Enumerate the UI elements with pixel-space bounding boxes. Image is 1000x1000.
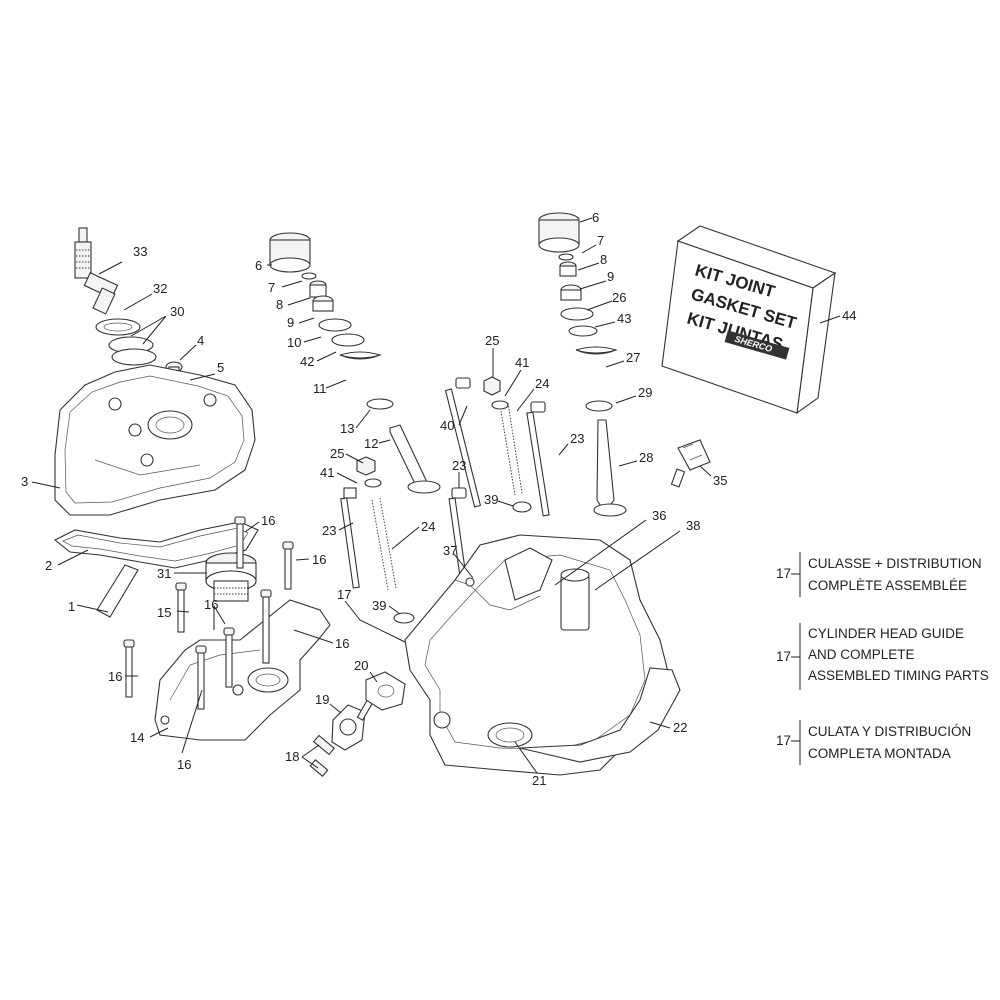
spark-plug [74, 227, 119, 315]
callout-11: 11 [313, 381, 327, 396]
callout-20: 20 [354, 658, 368, 673]
note-fr-line1: CULASSE + DISTRIBUTION [808, 556, 982, 571]
callout-23-c: 23 [570, 431, 584, 446]
studs-center [444, 376, 550, 599]
callout-38: 38 [686, 518, 700, 533]
note-en-ref: 17 [776, 649, 791, 664]
callout-10: 10 [287, 335, 301, 350]
callout-16-a: 16 [204, 597, 218, 612]
callout-23-a: 23 [322, 523, 336, 538]
note-en-line3: ASSEMBLED TIMING PARTS [808, 668, 989, 683]
callout-16-c: 16 [312, 552, 326, 567]
callout-16-d: 16 [335, 636, 349, 651]
spark-plug-seal [95, 318, 141, 336]
callout-3: 3 [21, 474, 28, 489]
callout-43: 43 [617, 311, 631, 326]
valve-cover [54, 364, 256, 516]
callout-13: 13 [340, 421, 354, 436]
callout-26: 26 [612, 290, 626, 305]
callout-7-a: 7 [268, 280, 275, 295]
callout-25-a: 25 [330, 446, 344, 461]
callout-25-b: 25 [485, 333, 499, 348]
callout-42: 42 [300, 354, 314, 369]
valve-cover-gasket [53, 521, 259, 569]
nuts-washers-left [356, 456, 382, 488]
callout-18: 18 [285, 749, 299, 764]
callout-8-a: 8 [276, 297, 283, 312]
callout-6-a: 6 [255, 258, 262, 273]
callout-24-b: 24 [535, 376, 549, 391]
note-fr-ref: 17 [776, 566, 791, 581]
callout-7-b: 7 [597, 233, 604, 248]
cylinder-head [404, 534, 671, 776]
callout-37: 37 [443, 543, 457, 558]
callout-40: 40 [440, 418, 454, 433]
head-gasket [519, 667, 681, 763]
callout-4: 4 [197, 333, 204, 348]
callout-41-a: 41 [320, 465, 334, 480]
callout-31: 31 [157, 566, 171, 581]
callout-39-a: 39 [372, 598, 386, 613]
note-en-line2: AND COMPLETE [808, 647, 915, 662]
temperature-sensor [670, 439, 711, 488]
callout-22: 22 [673, 720, 687, 735]
studs-left [340, 487, 415, 624]
note-es-line2: COMPLETA MONTADA [808, 746, 951, 761]
callout-17: 17 [337, 587, 351, 602]
callout-24-a: 24 [421, 519, 435, 534]
callout-44: 44 [842, 308, 856, 323]
valve-train-left [269, 232, 441, 494]
pad [96, 564, 139, 618]
callout-9-b: 9 [607, 269, 614, 284]
callout-41-b: 41 [515, 355, 529, 370]
valve-train-right [538, 212, 627, 517]
callout-15: 15 [157, 605, 171, 620]
callout-19: 19 [315, 692, 329, 707]
callout-35: 35 [713, 473, 727, 488]
assembly-notes: 17 CULASSE + DISTRIBUTION COMPLÈTE ASSEM… [776, 552, 989, 765]
callout-16-b: 16 [261, 513, 275, 528]
callout-14: 14 [130, 730, 144, 745]
note-fr-line2: COMPLÈTE ASSEMBLÉE [808, 578, 967, 593]
callout-12: 12 [364, 436, 378, 451]
callout-1: 1 [68, 599, 75, 614]
callout-23-b: 23 [452, 458, 466, 473]
callout-32: 32 [153, 281, 167, 296]
callout-39-b: 39 [484, 492, 498, 507]
gasket-kit-box: KIT JOINT GASKET SET KIT JUNTAS SHERCO [661, 225, 837, 415]
note-es-ref: 17 [776, 733, 791, 748]
callout-16-f: 16 [177, 757, 191, 772]
callout-27: 27 [626, 350, 640, 365]
callout-30: 30 [170, 304, 184, 319]
callout-21: 21 [532, 773, 546, 788]
leader-lines [31, 217, 841, 774]
callout-6-b: 6 [592, 210, 599, 225]
callout-29: 29 [638, 385, 652, 400]
callout-16-e: 16 [108, 669, 122, 684]
callout-5: 5 [217, 360, 224, 375]
callout-36: 36 [652, 508, 666, 523]
note-es-line1: CULATA Y DISTRIBUCIÓN [808, 724, 971, 739]
callout-labels: 33 32 30 4 5 3 2 1 31 15 16 16 16 16 16 … [21, 210, 856, 788]
note-en-line1: CYLINDER HEAD GUIDE [808, 626, 964, 641]
callout-28: 28 [639, 450, 653, 465]
callout-9-a: 9 [287, 315, 294, 330]
callout-33: 33 [133, 244, 147, 259]
callout-2: 2 [45, 558, 52, 573]
cover-plug [205, 552, 257, 602]
callout-8-b: 8 [600, 252, 607, 267]
chain-tensioner [309, 671, 406, 777]
o-rings [108, 336, 157, 366]
